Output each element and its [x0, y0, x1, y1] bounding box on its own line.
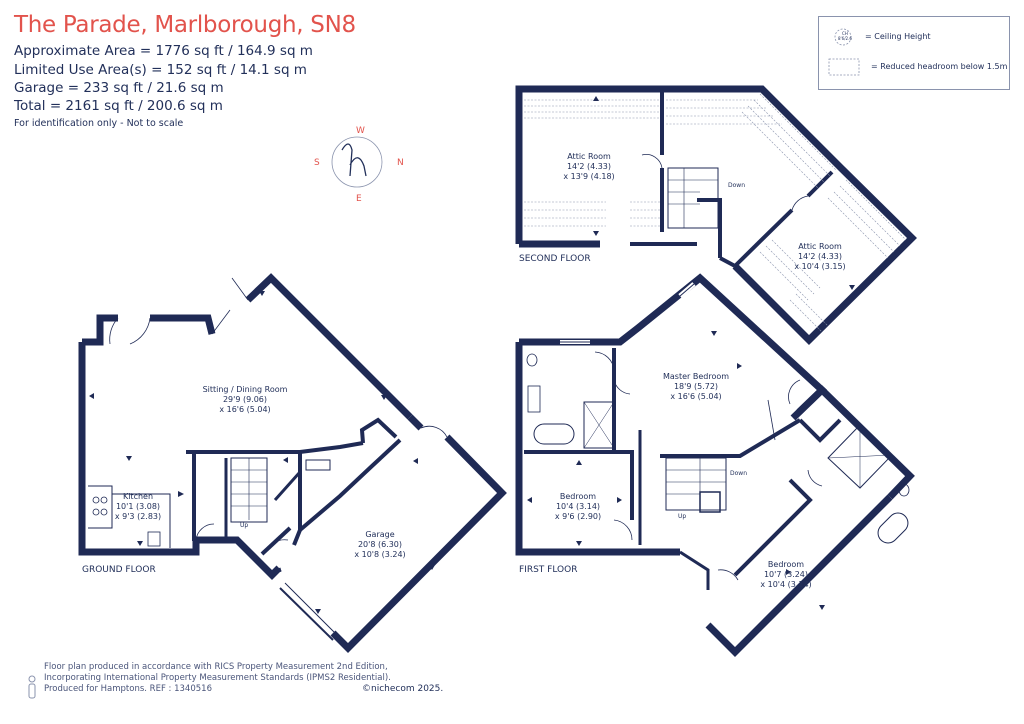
room-garage: Garage 20'8 (6.30) x 10'8 (3.24): [354, 530, 405, 560]
brand-credit: ©nichecom 2025.: [362, 684, 444, 694]
compass-w: W: [356, 126, 365, 136]
room-name: Garage: [365, 530, 395, 539]
first-stairs-down: Down: [730, 470, 748, 477]
disclaimer: For identification only - Not to scale: [14, 118, 184, 129]
garage-area: Garage = 233 sq ft / 21.6 sq m: [14, 80, 224, 96]
room-attic-1: Attic Room 14'2 (4.33) x 13'9 (4.18): [563, 152, 614, 182]
room-dim: 29'9 (9.06): [222, 395, 268, 404]
legend-reduced-headroom: = Reduced headroom below 1.5m: [871, 62, 1008, 71]
reduced-headroom-areas: [524, 93, 907, 333]
limited-use-area: Limited Use Area(s) = 152 sq ft / 14.1 s…: [14, 62, 307, 78]
room-dim: 14'2 (4.33): [797, 252, 843, 261]
legend: CH 8'6/2.6 = Ceiling Height = Reduced he…: [818, 16, 1010, 90]
room-name: Bedroom: [559, 492, 597, 501]
room-dim: x 9'3 (2.83): [114, 512, 162, 521]
compass-n: N: [397, 158, 404, 168]
page-title: The Parade, Marlborough, SN8: [14, 12, 356, 38]
room-kitchen: Kitchen 10'1 (3.08) x 9'3 (2.83): [115, 492, 161, 522]
footer-line-1: Floor plan produced in accordance with R…: [44, 662, 388, 672]
ground-floor-plan: [78, 273, 507, 653]
room-dim: x 10'4 (3.14): [760, 580, 812, 589]
room-name: Attic Room: [567, 152, 611, 161]
legend-ceiling-height: = Ceiling Height: [865, 32, 931, 41]
first-floor-plan: [515, 273, 915, 657]
second-floor-label: SECOND FLOOR: [519, 254, 591, 264]
compass-s: S: [314, 158, 320, 168]
room-dim: 20'8 (6.30): [357, 540, 403, 549]
room-dim: 14'2 (4.33): [566, 162, 612, 171]
room-name: Bedroom: [767, 560, 805, 569]
room-bedroom-1: Bedroom 10'4 (3.14) x 9'6 (2.90): [555, 492, 601, 522]
room-dim: x 9'6 (2.90): [554, 512, 602, 521]
legend-symbols: [828, 28, 860, 76]
person-scale-icon: [28, 675, 36, 699]
ground-floor-label: GROUND FLOOR: [82, 565, 156, 575]
first-stairs-up: Up: [678, 513, 687, 520]
approximate-area: Approximate Area = 1776 sq ft / 164.9 sq…: [14, 43, 313, 59]
room-dim: x 10'8 (3.24): [354, 550, 406, 559]
room-dim: 18'9 (5.72): [673, 382, 719, 391]
room-arrows: [89, 96, 855, 614]
compass-logo-icon: [341, 143, 367, 177]
room-dim: 10'4 (3.14): [555, 502, 601, 511]
footer-line-2: Incorporating International Property Mea…: [44, 673, 391, 683]
ceiling-symbol-text: CH 8'6/2.6: [838, 31, 852, 41]
compass-e: E: [356, 194, 362, 204]
footer-notes: Floor plan produced in accordance with R…: [44, 662, 391, 695]
room-name: Sitting / Dining Room: [202, 385, 288, 394]
room-master-bedroom: Master Bedroom 18'9 (5.72) x 16'6 (5.04): [663, 372, 729, 402]
total-area: Total = 2161 sq ft / 200.6 sq m: [14, 98, 223, 114]
ground-stairs-up: Up: [240, 522, 249, 529]
room-dim: 10'1 (3.08): [115, 502, 161, 511]
footer-line-3: Produced for Hamptons. REF : 1340516: [44, 684, 212, 694]
room-bedroom-2: Bedroom 10'7 (3.24) x 10'4 (3.14): [760, 560, 811, 590]
room-dim: x 16'6 (5.04): [219, 405, 271, 414]
room-dim: 10'7 (3.24): [763, 570, 809, 579]
room-name: Attic Room: [798, 242, 842, 251]
room-dim: x 10'4 (3.15): [794, 262, 846, 271]
room-dim: x 13'9 (4.18): [563, 172, 615, 181]
compass: [331, 136, 383, 188]
room-attic-2: Attic Room 14'2 (4.33) x 10'4 (3.15): [794, 242, 845, 272]
room-name: Kitchen: [122, 492, 154, 501]
first-floor-label: FIRST FLOOR: [519, 565, 578, 575]
second-floor-plan: [515, 85, 917, 345]
second-stairs-down: Down: [728, 182, 746, 189]
room-sitting-dining: Sitting / Dining Room 29'9 (9.06) x 16'6…: [203, 385, 288, 415]
room-dim: x 16'6 (5.04): [670, 392, 722, 401]
room-name: Master Bedroom: [662, 372, 730, 381]
